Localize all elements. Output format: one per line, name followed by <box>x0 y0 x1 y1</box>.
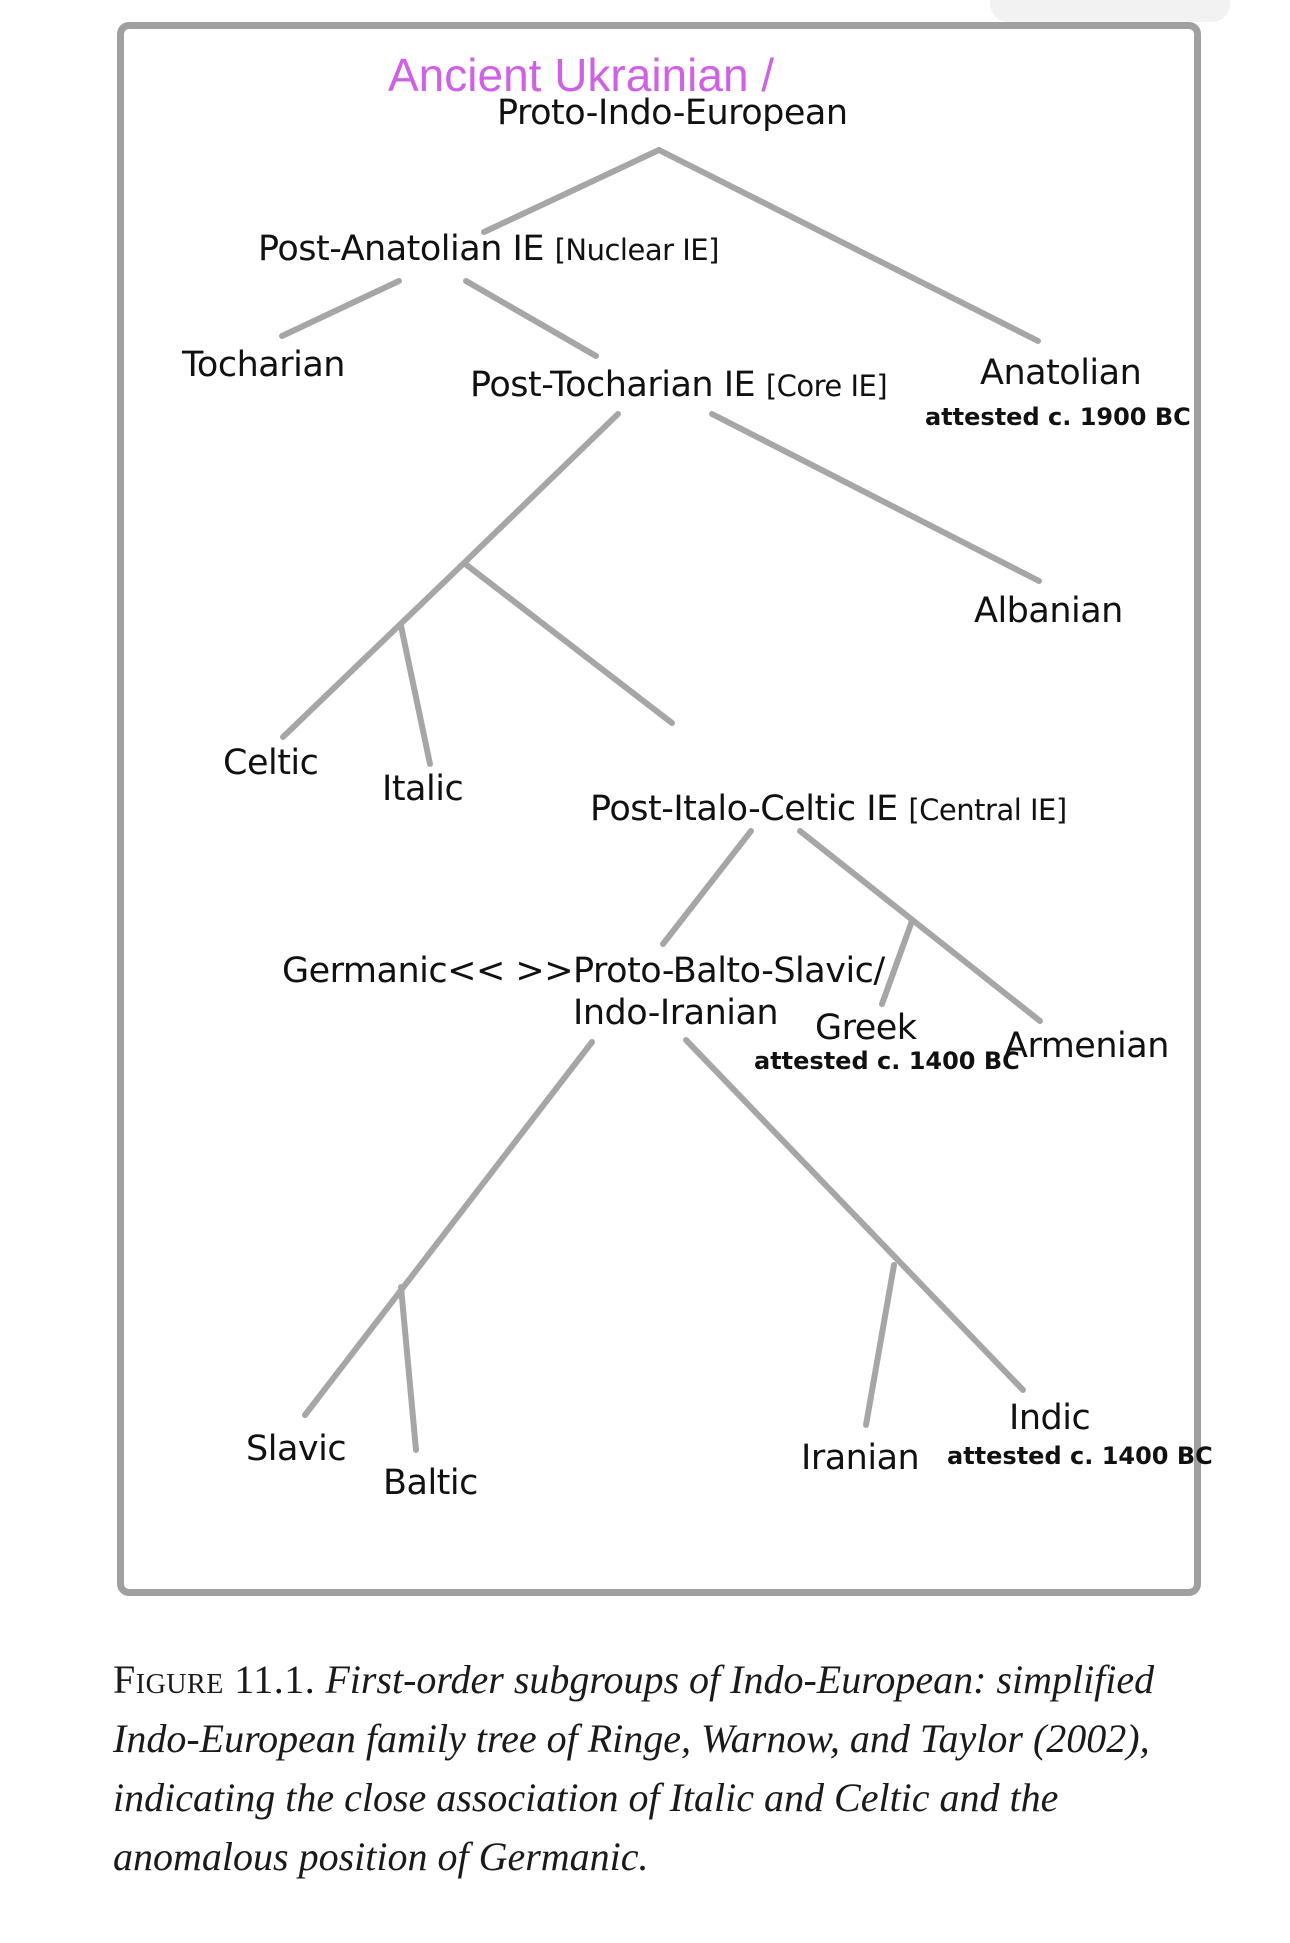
diagram-frame <box>117 22 1201 1596</box>
node-post-anatolian: Post-Anatolian IE [Nuclear IE] <box>258 232 719 267</box>
node-armenian: Armenian <box>1004 1026 1169 1066</box>
node-italic: Italic <box>382 769 464 809</box>
branch-baltic-spur <box>398 1284 419 1453</box>
top-tab-edge <box>990 0 1230 22</box>
ancient-ukrainian-annotation: Ancient Ukrainian / <box>388 49 775 101</box>
post-anatolian-name: Post-Anatolian IE <box>258 229 544 269</box>
node-germanic-balto-slavic: Germanic<< >>Proto-Balto-Slavic/ <box>282 951 885 991</box>
branch-pie-to-post-anatolian <box>481 147 662 235</box>
branch-pie-to-anatolian <box>656 147 1041 344</box>
branch-indo-iranian-to-indic <box>683 1037 1026 1393</box>
indic-attested-note: attested c. 1400 BC <box>947 1442 1213 1470</box>
anatolian-attested-note: attested c. 1900 BC <box>925 403 1191 431</box>
branch-post-italo-celtic-to-armenian <box>797 828 1043 1024</box>
branch-junction-to-celtic <box>280 560 467 740</box>
node-iranian: Iranian <box>801 1438 920 1478</box>
post-italo-celtic-name: Post-Italo-Celtic IE <box>590 789 898 829</box>
figure-caption: Figure 11.1. First-order subgroups of In… <box>113 1650 1203 1886</box>
branch-post-anatolian-to-post-tocharian <box>463 278 599 359</box>
figure-label: Figure 11.1. <box>113 1657 316 1702</box>
node-anatolian: Anatolian <box>980 353 1142 393</box>
post-anatolian-qualifier: [Nuclear IE] <box>554 233 720 267</box>
branch-greek-spur <box>879 918 915 1007</box>
branch-iranian-spur <box>863 1262 897 1428</box>
branch-balto-slavic-to-slavic <box>302 1039 595 1418</box>
post-italo-celtic-qualifier: [Central IE] <box>908 793 1067 827</box>
branch-post-tocharian-to-junction <box>461 411 621 566</box>
node-greek: Greek <box>815 1008 917 1048</box>
figure-caption-text: First-order subgroups of Indo-European: … <box>113 1657 1155 1879</box>
node-post-tocharian: Post-Tocharian IE [Core IE] <box>470 365 888 405</box>
node-indo-iranian: Indo-Iranian <box>573 993 779 1033</box>
node-indic: Indic <box>1009 1398 1091 1438</box>
node-baltic: Baltic <box>383 1463 478 1503</box>
post-tocharian-qualifier: [Core IE] <box>765 369 888 403</box>
branch-italic-spur <box>398 623 433 767</box>
node-tocharian: Tocharian <box>182 345 345 385</box>
node-post-italo-celtic: Post-Italo-Celtic IE [Central IE] <box>590 792 1067 827</box>
post-tocharian-name: Post-Tocharian IE <box>470 365 756 405</box>
node-proto-indo-european: Proto-Indo-European <box>497 93 848 133</box>
node-celtic: Celtic <box>223 743 319 783</box>
node-slavic: Slavic <box>246 1429 347 1469</box>
node-albanian: Albanian <box>974 591 1123 631</box>
branch-post-anatolian-to-tocharian <box>279 278 402 339</box>
branch-post-italo-celtic-to-balto-slavic <box>660 828 754 947</box>
greek-attested-note: attested c. 1400 BC <box>754 1047 1020 1075</box>
branch-post-tocharian-to-albanian <box>709 411 1042 584</box>
branch-junction-to-post-italo-celtic <box>461 560 675 726</box>
